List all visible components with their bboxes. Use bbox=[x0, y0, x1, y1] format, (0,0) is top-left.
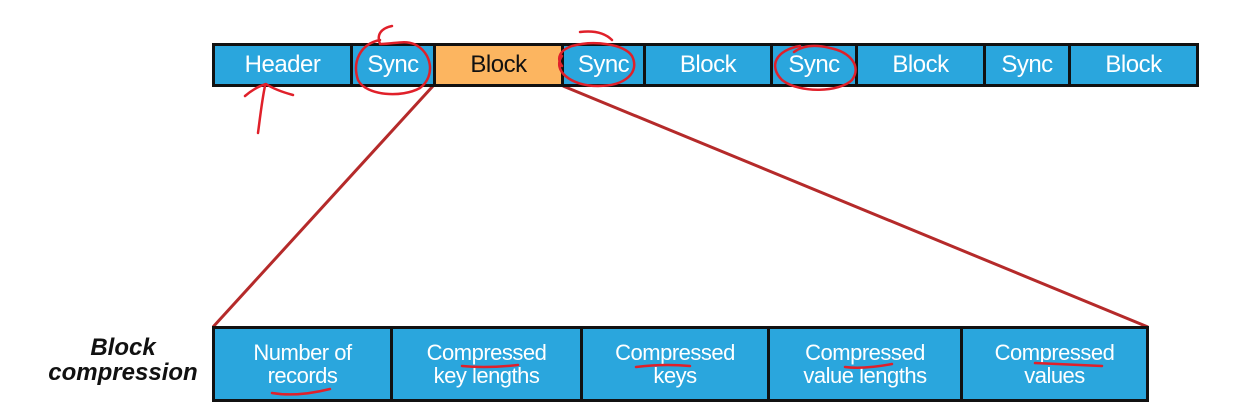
sync-segment: Sync bbox=[773, 46, 858, 84]
header-arrow-annotation bbox=[243, 82, 295, 135]
segment-line2: value lengths bbox=[803, 363, 927, 388]
segment-line1: Compressed bbox=[615, 339, 735, 365]
segment-line2: records bbox=[267, 363, 338, 388]
segment-line1: Number of bbox=[253, 339, 352, 365]
compressed-values-segment: Compressed values bbox=[963, 329, 1146, 399]
compressed-value-lengths-segment: Compressed value lengths bbox=[770, 329, 963, 399]
file-structure-strip: Header Sync Block Sync Block Sync Block … bbox=[212, 43, 1199, 87]
segment-line1: Compressed bbox=[994, 339, 1115, 365]
segment-line2: keys bbox=[653, 363, 697, 388]
block-segment: Block bbox=[858, 46, 986, 84]
sync-segment: Sync bbox=[564, 46, 646, 84]
block-compression-strip: Number of records Compressed key lengths… bbox=[212, 326, 1149, 402]
block-compression-label-line2: compression bbox=[48, 359, 198, 387]
segment-line1: Compressed bbox=[805, 339, 925, 365]
compressed-keys-segment: Compressed keys bbox=[583, 329, 770, 399]
header-segment: Header bbox=[215, 46, 353, 84]
block-compression-label: Block compression bbox=[48, 334, 198, 387]
compressed-key-lengths-segment: Compressed key lengths bbox=[393, 329, 583, 399]
number-of-records-segment: Number of records bbox=[215, 329, 393, 399]
block-segment: Block bbox=[1071, 46, 1196, 84]
segment-line2: values bbox=[1024, 363, 1085, 388]
connector-right bbox=[562, 84, 1149, 329]
block-compression-label-line1: Block bbox=[90, 334, 156, 361]
segment-line1: Compressed bbox=[426, 339, 547, 365]
block-segment-highlighted: Block bbox=[436, 46, 564, 84]
sync-segment: Sync bbox=[353, 46, 436, 84]
sync-segment: Sync bbox=[986, 46, 1071, 84]
block-segment: Block bbox=[646, 46, 773, 84]
connector-left bbox=[211, 84, 435, 329]
segment-line2: key lengths bbox=[433, 363, 540, 388]
